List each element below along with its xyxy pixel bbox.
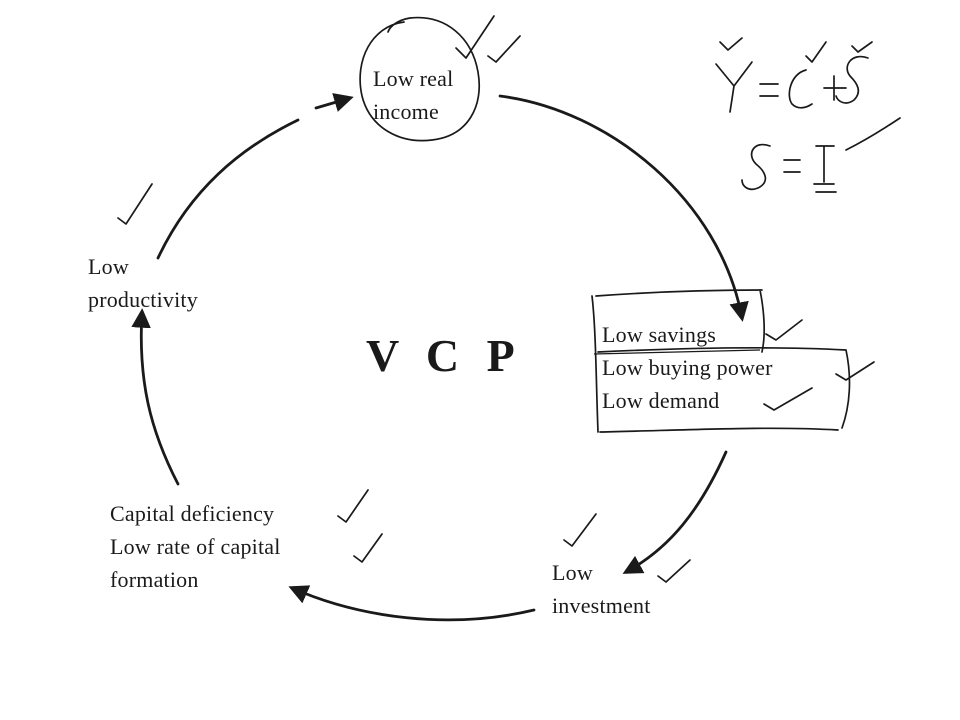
node-line: Low rate of capital: [110, 534, 281, 559]
arrow-productivity-to-income: [156, 118, 300, 260]
arrow-savings-to-investment: [622, 450, 728, 574]
handwritten-equation-1: [715, 55, 869, 113]
arrow-income-to-savings: [498, 94, 749, 322]
check-mark: [763, 387, 813, 411]
check-mark: [337, 489, 369, 523]
node-line: Low: [88, 254, 129, 279]
node-line: Low: [552, 560, 593, 585]
node-low-savings-group: Low savings Low buying power Low demand: [602, 318, 773, 417]
node-line: Low demand: [602, 388, 720, 413]
node-line: Low savings: [602, 322, 717, 347]
node-line: Capital deficiency: [110, 501, 275, 526]
node-low-real-income: Low real income: [373, 62, 453, 128]
check-mark: [657, 559, 691, 583]
node-line: formation: [110, 567, 199, 592]
node-line: productivity: [88, 287, 198, 312]
check-mark: [835, 361, 875, 381]
center-title: V C P: [366, 330, 523, 381]
check-mark: [455, 15, 495, 59]
check-mark: [353, 533, 383, 563]
node-line: Low real: [373, 66, 454, 91]
check-mark: [563, 513, 597, 547]
arrow-investment-to-capital: [288, 585, 536, 622]
arrow-capital-to-productivity: [131, 308, 180, 486]
check-mark: [117, 183, 153, 225]
check-mark: [805, 41, 827, 63]
check-mark: [851, 41, 873, 53]
check-mark: [487, 35, 521, 63]
check-mark: [719, 37, 743, 51]
node-line: investment: [552, 593, 651, 618]
node-low-productivity: Low productivity: [88, 250, 198, 316]
hand-circle-income: [359, 16, 480, 142]
handwritten-equation-2: [741, 117, 901, 193]
node-line: income: [373, 99, 439, 124]
scan-divider: [593, 349, 761, 355]
node-line: Low buying power: [602, 355, 773, 380]
node-low-investment: Low investment: [552, 556, 651, 622]
arrow-head-income: [314, 93, 354, 112]
hand-box-savings: [591, 289, 851, 433]
node-capital-deficiency: Capital deficiency Low rate of capital f…: [110, 497, 281, 596]
check-mark: [765, 319, 803, 341]
check-marks: [117, 15, 875, 583]
